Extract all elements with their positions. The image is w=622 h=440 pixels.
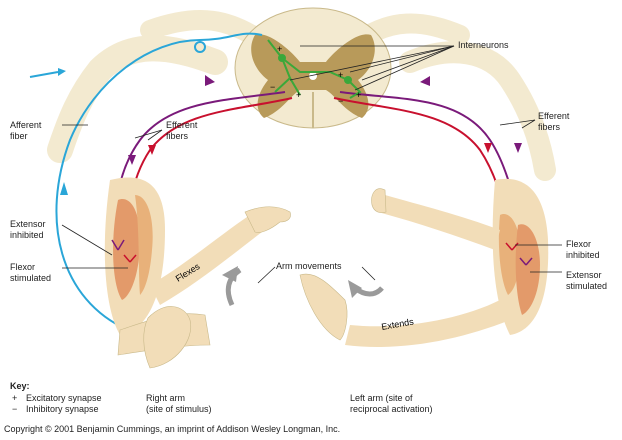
left-forearm-lower [345, 300, 510, 348]
extend-arrowhead [348, 280, 362, 298]
plus-sign-3: + [356, 90, 361, 100]
key-excitatory-symbol: + [12, 393, 18, 403]
left-arm-caption-line-1: Left arm (site of [350, 393, 413, 403]
flexor-inhibited-label: Flexor inhibited [566, 239, 600, 261]
central-canal [309, 72, 317, 80]
efferent-fibers-left-line-1: Efferent [166, 120, 198, 130]
efferent-arrow-5 [484, 143, 492, 153]
copyright-notice: Copyright © 2001 Benjamin Cummings, an i… [4, 424, 341, 434]
flexor-inhibited-line-1: Flexor [566, 239, 592, 249]
flexor-inhibited-line-2: inhibited [566, 250, 600, 260]
left-spinal-nerve [47, 35, 228, 163]
right-arm-caption: Right arm (site of stimulus) [146, 393, 212, 415]
flexor-stimulated-line-1: Flexor [10, 262, 36, 272]
grabbing-hand [143, 306, 192, 369]
flexor-stimulated-label: Flexor stimulated [10, 262, 51, 284]
efferent-arrow-4 [148, 145, 156, 155]
efferent-arrow-3 [128, 155, 136, 165]
right-forearm [150, 215, 262, 305]
extensor-stimulated-line-1: Extensor [566, 270, 602, 280]
key-title: Key: [10, 381, 30, 391]
extensor-stimulated-line-2: stimulated [566, 281, 608, 291]
afferent-fiber-line-1: Afferent [10, 120, 42, 130]
afferent-arrowhead-mid [60, 182, 68, 195]
extensor-stimulated-label: Extensor stimulated [566, 270, 607, 292]
flexor-stimulated-line-2: stimulated [10, 273, 52, 283]
left-arm-caption: Left arm (site of reciprocal activation) [350, 393, 433, 415]
right-arm-caption-line-1: Right arm [146, 393, 186, 403]
plus-sign-2: + [296, 90, 301, 100]
efferent-fibers-right-line-1: Efferent [538, 111, 570, 121]
extensor-inhibited-label: Extensor inhibited [10, 219, 46, 241]
right-hand [244, 206, 291, 233]
right-biceps-muscle [113, 199, 140, 300]
efferent-fibers-left-label: Efferent fibers [166, 120, 197, 142]
key-inhibitory: Inhibitory synapse [26, 404, 99, 414]
interneurons-label: Interneurons [458, 40, 509, 50]
left-extensor-muscle [515, 224, 540, 315]
afferent-fiber [55, 32, 263, 331]
arm-movements-label: Arm movements [276, 261, 342, 271]
flex-arrow [225, 267, 242, 307]
efferent-fibers-right-line-2: fibers [538, 122, 561, 132]
key-inhibitory-symbol: − [12, 404, 18, 414]
left-flexor-muscle [498, 214, 520, 295]
efferent-fibers-left-line-2: fibers [166, 131, 189, 141]
left-arm-caption-line-2: reciprocal activation) [350, 404, 433, 414]
flex-arrowhead [222, 266, 238, 282]
interneurons [267, 39, 362, 99]
afferent-arrow-top [29, 71, 59, 78]
left-upper-hand [371, 188, 387, 214]
key-excitatory: Excitatory synapse [26, 393, 102, 403]
nerve-endings [111, 239, 533, 266]
left-forearm-upper [378, 195, 500, 250]
efferent-arrow-1 [205, 75, 215, 86]
right-triceps-muscle [135, 195, 153, 295]
minus-sign-2: − [338, 96, 343, 106]
afferent-arrowhead-top [58, 68, 66, 76]
extensor-inhibited-line-1: Extensor [10, 219, 46, 229]
efferent-arrow-6 [514, 143, 522, 153]
afferent-fiber-label: Afferent fiber [10, 120, 41, 142]
left-lower-hand [299, 273, 348, 341]
plus-sign-1: + [277, 44, 282, 54]
minus-sign-1: − [270, 82, 275, 92]
right-arm-caption-line-2: (site of stimulus) [146, 404, 212, 414]
leader-lines [61, 45, 562, 284]
extensor-inhibited-line-2: inhibited [10, 230, 44, 240]
efferent-arrow-2 [420, 76, 430, 86]
afferent-fiber-line-2: fiber [10, 131, 28, 141]
dorsal-root-ganglion [194, 41, 206, 53]
efferent-fibers-right-label: Efferent fibers [538, 111, 569, 133]
plus-sign-4: + [338, 70, 343, 80]
right-spinal-nerve [399, 41, 556, 181]
